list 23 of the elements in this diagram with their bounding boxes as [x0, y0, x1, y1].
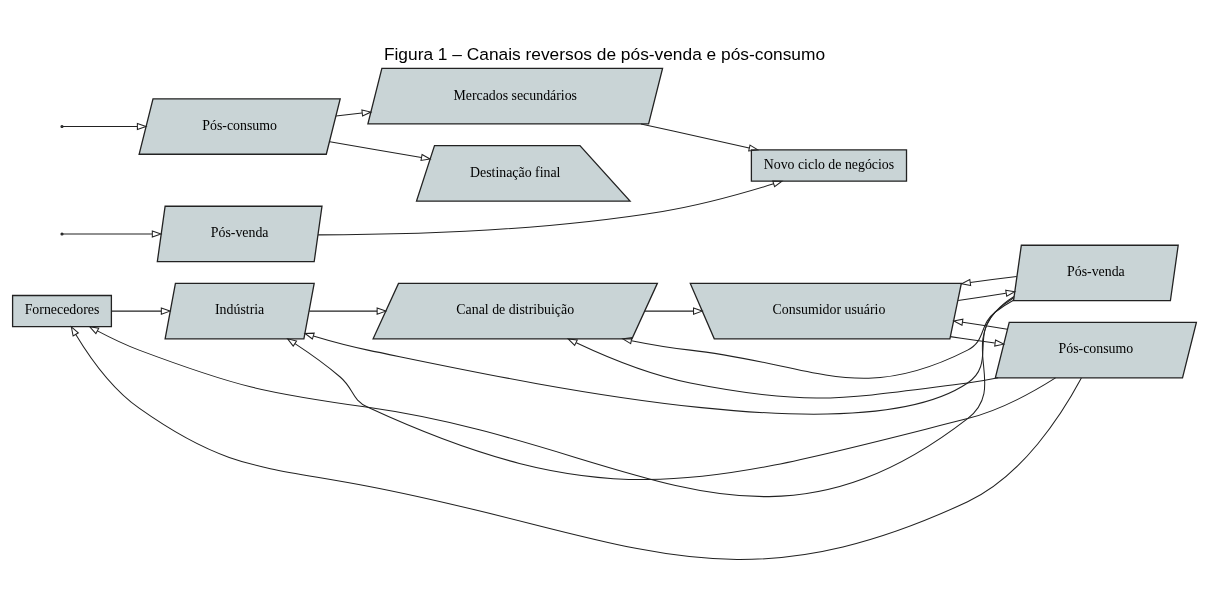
arrow: [110, 306, 172, 315]
arrow: [644, 306, 704, 315]
arrow: [286, 337, 1057, 480]
arrow: [335, 108, 373, 117]
diagram-title: Figura 1 – Canais reversos de pós-venda e pós-consumo: [383, 43, 826, 64]
arrow: [308, 306, 388, 315]
node-box: Novo ciclo de negócios: [750, 148, 908, 182]
arrow: [960, 275, 1018, 286]
arrow: [621, 299, 1014, 379]
node-box: Pós-venda: [1012, 244, 1179, 301]
arrow: [566, 337, 999, 398]
node-box: Pós-venda: [156, 205, 323, 262]
arrow: [317, 179, 784, 235]
node-box: Fornecedores: [11, 294, 113, 327]
arrow: [70, 325, 1082, 559]
arrow: [640, 122, 760, 152]
arrow: [88, 295, 1015, 497]
arrow: [952, 318, 1008, 330]
arrow: [329, 140, 432, 161]
arrow: [62, 122, 148, 130]
arrow: [957, 289, 1017, 301]
arrow: [949, 335, 1006, 347]
arrow: [303, 296, 1015, 414]
